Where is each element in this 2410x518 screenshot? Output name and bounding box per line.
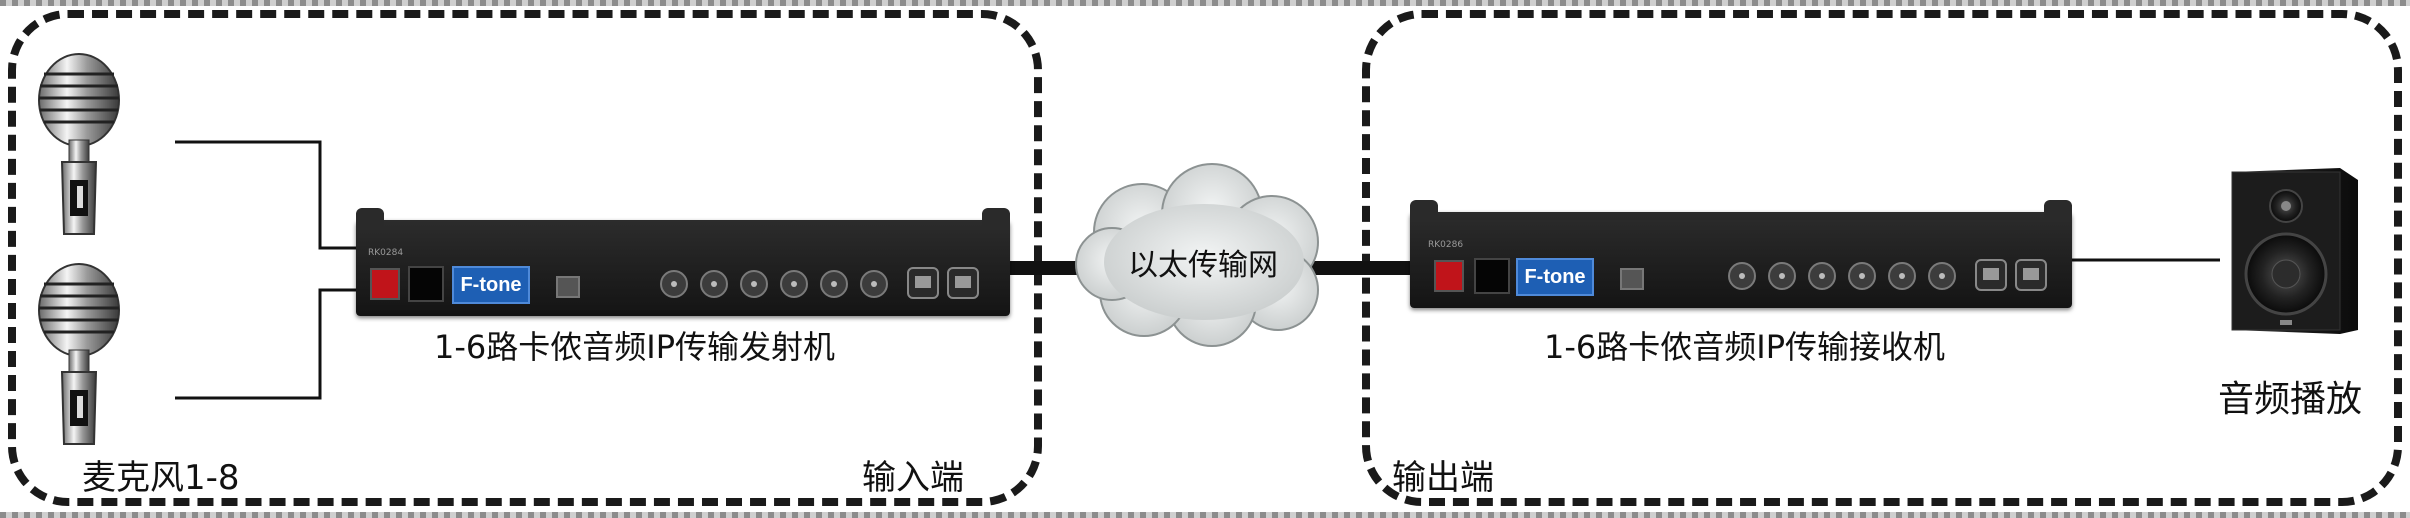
power-socket (1474, 258, 1510, 294)
rack-ear (2044, 200, 2072, 222)
brand-logo: F-tone (1516, 258, 1594, 296)
output-side-box (1362, 10, 2402, 506)
model-text: RK0284 (368, 248, 404, 258)
input-side-box (8, 10, 1042, 506)
input-side-label: 输入端 (862, 458, 964, 498)
xlr-connector-row (660, 267, 979, 299)
power-socket (408, 266, 444, 302)
transmitter-device: RK0284 F-tone (356, 208, 1010, 316)
bottom-strip (0, 512, 2410, 518)
cloud-icon (1075, 163, 1319, 347)
brand-logo: F-tone (452, 266, 530, 304)
output-side-label: 输出端 (1392, 458, 1494, 498)
model-text: RK0286 (1428, 240, 1464, 250)
network-label: 以太传输网 (1128, 248, 1278, 283)
rack-ear (1410, 200, 1438, 222)
speaker-label: 音频播放 (2218, 379, 2363, 420)
rack-ear (982, 208, 1010, 230)
power-switch (370, 268, 400, 300)
usb-port (556, 276, 580, 298)
xlr-connector-row (1728, 259, 2047, 291)
receiver-device: RK0286 F-tone (1410, 200, 2072, 308)
transmitter-label: 1-6路卡侬音频IP传输发射机 (434, 328, 836, 366)
power-switch (1434, 260, 1464, 292)
mic-label: 麦克风1-8 (82, 458, 240, 498)
rack-ear (356, 208, 384, 230)
microphone-icon (38, 53, 120, 235)
receiver-label: 1-6路卡侬音频IP传输接收机 (1544, 328, 1946, 366)
speaker-icon (2231, 168, 2358, 334)
usb-port (1620, 268, 1644, 290)
microphone-icon (38, 263, 120, 445)
top-strip (0, 0, 2410, 6)
